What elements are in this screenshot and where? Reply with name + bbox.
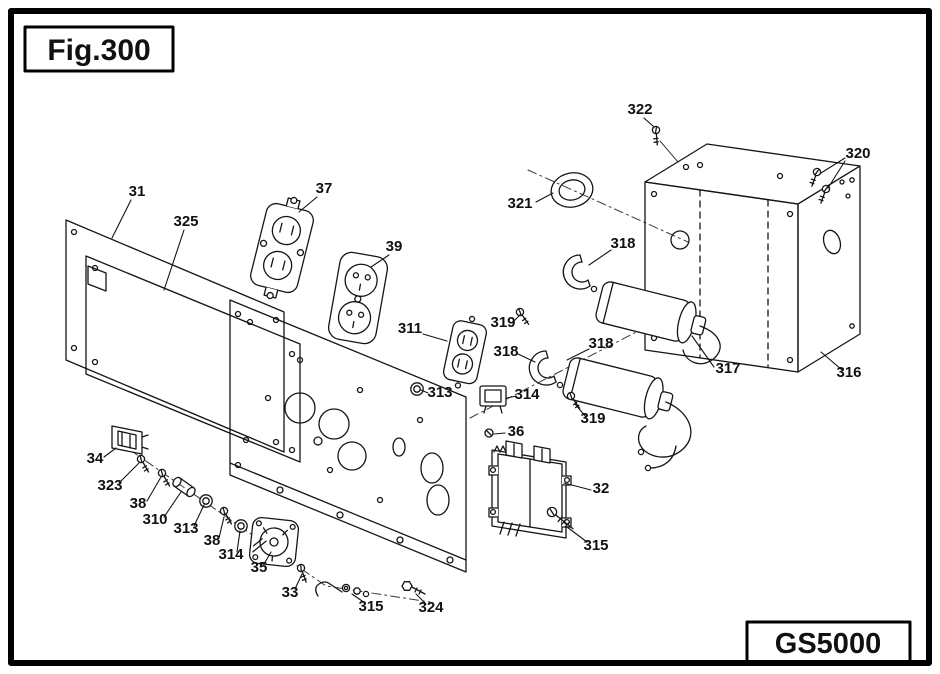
capacitor-317-lower	[562, 357, 674, 420]
outlet-37	[250, 196, 314, 300]
part-label-318-right: 318	[588, 335, 613, 352]
hardware-315-set	[315, 581, 370, 598]
part-label-319-bottom: 319	[580, 410, 605, 427]
capacitor-317-upper	[595, 281, 707, 344]
screw-36	[484, 428, 494, 438]
part-label-324: 324	[418, 599, 444, 616]
part-label-315-bottom: 315	[358, 598, 383, 615]
part-label-33: 33	[282, 584, 299, 601]
part-label-35: 35	[251, 559, 268, 576]
outlet-35	[248, 516, 300, 568]
rear-box-316	[644, 143, 861, 373]
part-label-314-center: 314	[514, 386, 540, 403]
part-label-325: 325	[173, 213, 198, 230]
part-label-31: 31	[129, 183, 146, 200]
panel-325	[85, 255, 301, 463]
breaker-32	[488, 440, 572, 539]
part-label-323: 323	[97, 477, 122, 494]
panel-main	[229, 299, 467, 573]
part-label-39: 39	[386, 238, 403, 255]
outlet-311	[442, 315, 488, 389]
part-label-318-top: 318	[610, 235, 635, 252]
part-label-315-right: 315	[583, 537, 608, 554]
figure-title-box	[23, 25, 175, 73]
part-label-317: 317	[715, 360, 740, 377]
part-label-38-upper: 38	[130, 495, 147, 512]
screw-322-alignment	[659, 140, 679, 163]
model-box	[745, 620, 912, 666]
bolt-324	[401, 581, 426, 595]
switch-314-center	[479, 385, 507, 414]
part-label-316: 316	[836, 364, 861, 381]
part-label-313-lower: 313	[173, 520, 198, 537]
outlet-39	[327, 251, 389, 345]
part-label-38-lower: 38	[204, 532, 221, 549]
spacer-310	[172, 476, 196, 498]
nut-313-lower	[199, 494, 213, 508]
part-label-322: 322	[627, 101, 652, 118]
capacitor-wire-upper	[682, 325, 721, 365]
part-label-320: 320	[845, 145, 870, 162]
part-label-37: 37	[316, 180, 333, 197]
model-number: GS5000	[775, 628, 881, 660]
figure-title: Fig.300	[47, 34, 150, 67]
part-label-36: 36	[508, 423, 525, 440]
part-label-319-top: 319	[490, 314, 515, 331]
part-label-313-center: 313	[427, 384, 452, 401]
part-label-321: 321	[507, 195, 532, 212]
part-label-311: 311	[398, 320, 422, 337]
washer-314-lower	[234, 519, 248, 533]
part-label-32: 32	[593, 480, 610, 497]
part-label-314-lower: 314	[218, 546, 244, 563]
part-label-34: 34	[87, 450, 104, 467]
part-label-310: 310	[142, 511, 167, 528]
switch-34	[111, 425, 149, 455]
leader-lines	[103, 117, 846, 605]
part-label-318-left: 318	[493, 343, 518, 360]
nut-313-center	[410, 382, 424, 396]
capacitor-wire-lower	[637, 401, 692, 472]
